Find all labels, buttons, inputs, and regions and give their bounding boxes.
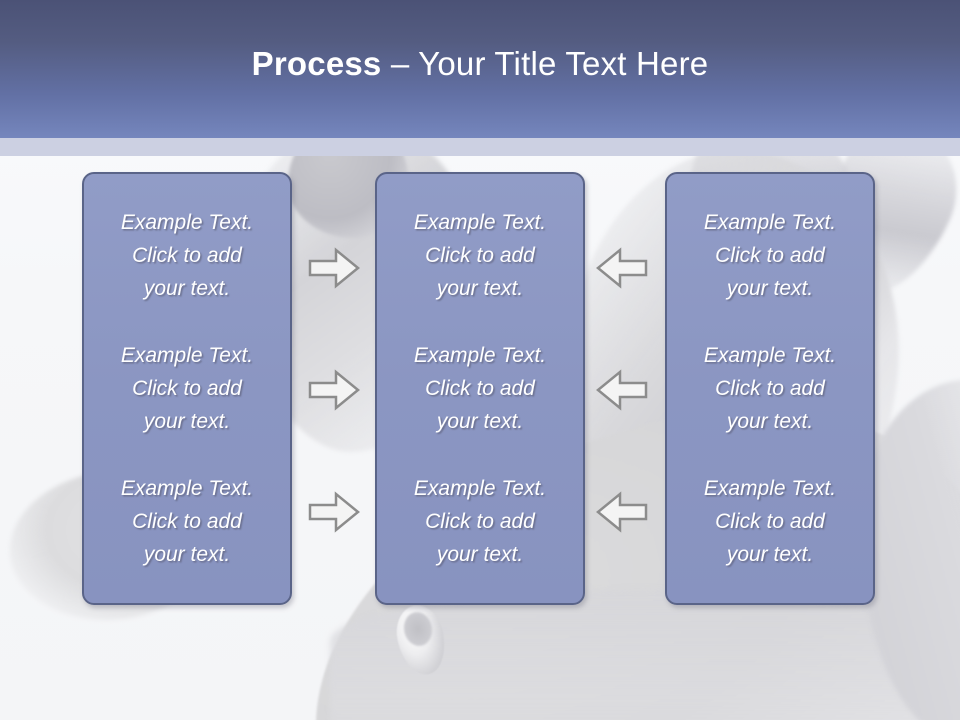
arrow-right-icon-1 <box>308 246 360 290</box>
page-title-bold: Process <box>251 45 382 82</box>
header-band <box>0 0 960 138</box>
process-text-2-3: Example Text. Click to add your text. <box>413 477 547 566</box>
process-text-1-2: Example Text. Click to add your text. <box>120 344 254 433</box>
process-box-2[interactable]: Example Text. Click to add your text. Ex… <box>375 172 585 605</box>
arrow-left-icon-2 <box>596 368 648 412</box>
arrow-left-icon-3 <box>596 490 648 534</box>
process-box-3[interactable]: Example Text. Click to add your text. Ex… <box>665 172 875 605</box>
process-text-1-1: Example Text. Click to add your text. <box>120 211 254 300</box>
page-title: Process – Your Title Text Here <box>0 0 960 138</box>
process-text-3-3: Example Text. Click to add your text. <box>703 477 837 566</box>
process-text-1-3: Example Text. Click to add your text. <box>120 477 254 566</box>
arrow-right-icon-2 <box>308 368 360 412</box>
process-text-2-2: Example Text. Click to add your text. <box>413 344 547 433</box>
header-divider-strip <box>0 138 960 156</box>
arrow-right-icon-3 <box>308 490 360 534</box>
process-box-1[interactable]: Example Text. Click to add your text. Ex… <box>82 172 292 605</box>
process-text-3-1: Example Text. Click to add your text. <box>703 211 837 300</box>
process-text-2-1: Example Text. Click to add your text. <box>413 211 547 300</box>
process-text-3-2: Example Text. Click to add your text. <box>703 344 837 433</box>
page-title-rest: – Your Title Text Here <box>381 45 709 82</box>
arrow-left-icon-1 <box>596 246 648 290</box>
